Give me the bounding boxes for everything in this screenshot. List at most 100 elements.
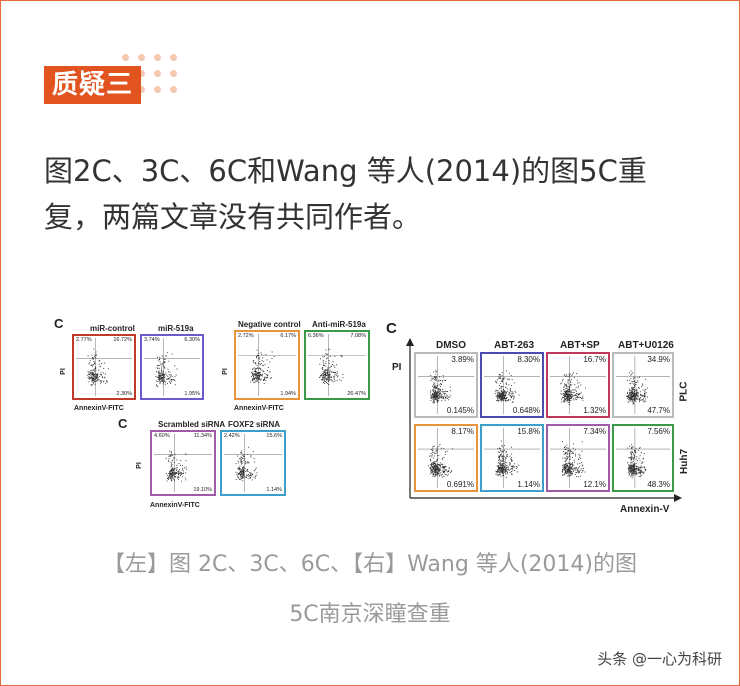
event-dot — [257, 374, 259, 377]
event-dot — [497, 395, 499, 397]
event-dot — [250, 473, 252, 476]
event-dot — [562, 392, 564, 394]
event-dot — [250, 472, 252, 474]
event-dot — [636, 468, 638, 470]
event-dot — [242, 454, 244, 457]
event-dot — [239, 476, 241, 478]
event-dot — [433, 401, 435, 403]
event-dot — [509, 389, 512, 391]
event-dot — [631, 395, 633, 397]
event-dot — [322, 356, 324, 358]
event-dot — [173, 379, 175, 381]
event-dot — [567, 475, 569, 477]
event-dot — [499, 455, 501, 457]
event-dot — [568, 467, 570, 469]
event-dot — [100, 381, 102, 383]
event-dot — [161, 373, 163, 375]
event-dot — [328, 362, 330, 364]
event-dot — [170, 452, 172, 454]
event-dot — [634, 385, 636, 387]
event-dot — [158, 367, 160, 369]
event-dot — [248, 446, 250, 448]
event-dot — [501, 460, 503, 462]
quadrant-percent: 26.47% — [347, 391, 366, 397]
event-dot — [503, 388, 505, 390]
event-dot — [567, 383, 569, 385]
event-dot — [568, 396, 570, 398]
event-dot — [512, 398, 515, 400]
event-dot — [499, 464, 501, 466]
event-dot — [495, 380, 497, 382]
event-dot — [442, 458, 444, 460]
event-dot — [636, 473, 638, 475]
event-dot — [501, 395, 503, 397]
event-dot — [165, 355, 167, 357]
event-dot — [243, 468, 245, 470]
event-dot — [631, 453, 633, 455]
event-dot — [88, 373, 90, 376]
event-dot — [506, 388, 508, 390]
event-dot — [435, 379, 437, 381]
event-dot — [565, 470, 567, 473]
event-dot — [324, 370, 326, 373]
event-dot — [432, 391, 434, 393]
event-dot — [506, 465, 508, 467]
event-dot — [431, 466, 433, 468]
event-dot — [178, 470, 180, 472]
quadrant-percent: 2.42% — [224, 433, 240, 439]
event-dot — [632, 372, 634, 374]
event-dot — [563, 474, 565, 476]
event-dot — [325, 369, 327, 371]
event-dot — [256, 381, 258, 383]
event-dot — [438, 393, 440, 396]
event-dot — [163, 373, 165, 376]
event-dot — [630, 451, 632, 453]
event-dot — [326, 382, 328, 385]
event-dot — [500, 383, 502, 385]
event-dot — [507, 468, 509, 470]
event-dot — [570, 468, 572, 470]
event-dot — [638, 387, 640, 389]
event-dot — [504, 471, 506, 473]
flow-panel: 7.34%12.1% — [546, 424, 610, 492]
event-dot — [567, 389, 569, 391]
event-dot — [633, 386, 635, 388]
event-dot — [570, 389, 572, 392]
event-dot — [445, 390, 447, 392]
event-dot — [634, 468, 636, 470]
event-dot — [164, 376, 166, 378]
event-dot — [439, 443, 441, 446]
event-dot — [566, 399, 569, 402]
event-dot — [260, 352, 262, 354]
event-dot — [429, 459, 432, 461]
flow-panel: 3.74%6.30%1.95% — [140, 334, 204, 400]
panel-title: Anti-miR-519a — [312, 320, 366, 329]
event-dot — [166, 474, 168, 476]
event-dot — [628, 474, 630, 476]
event-dot — [632, 475, 634, 477]
decorative-dot — [170, 70, 177, 77]
event-dot — [496, 474, 498, 476]
event-dot — [565, 468, 567, 470]
event-dot — [631, 444, 633, 446]
event-dot — [160, 378, 162, 380]
event-dot — [562, 464, 564, 466]
flow-panel: 15.8%1.14% — [480, 424, 544, 492]
event-dot — [496, 472, 498, 474]
event-dot — [432, 462, 435, 465]
event-dot — [341, 355, 343, 357]
event-dot — [634, 394, 636, 396]
event-dot — [578, 453, 580, 455]
event-dot — [267, 367, 269, 369]
event-dot — [432, 401, 434, 403]
event-dot — [634, 382, 636, 384]
event-dot — [565, 455, 567, 457]
event-dot — [573, 392, 575, 394]
event-dot — [327, 366, 329, 368]
event-dot — [259, 367, 261, 369]
event-dot — [430, 453, 432, 455]
event-dot — [327, 373, 329, 375]
event-dot — [322, 368, 324, 371]
event-dot — [430, 463, 433, 466]
event-dot — [166, 480, 168, 482]
